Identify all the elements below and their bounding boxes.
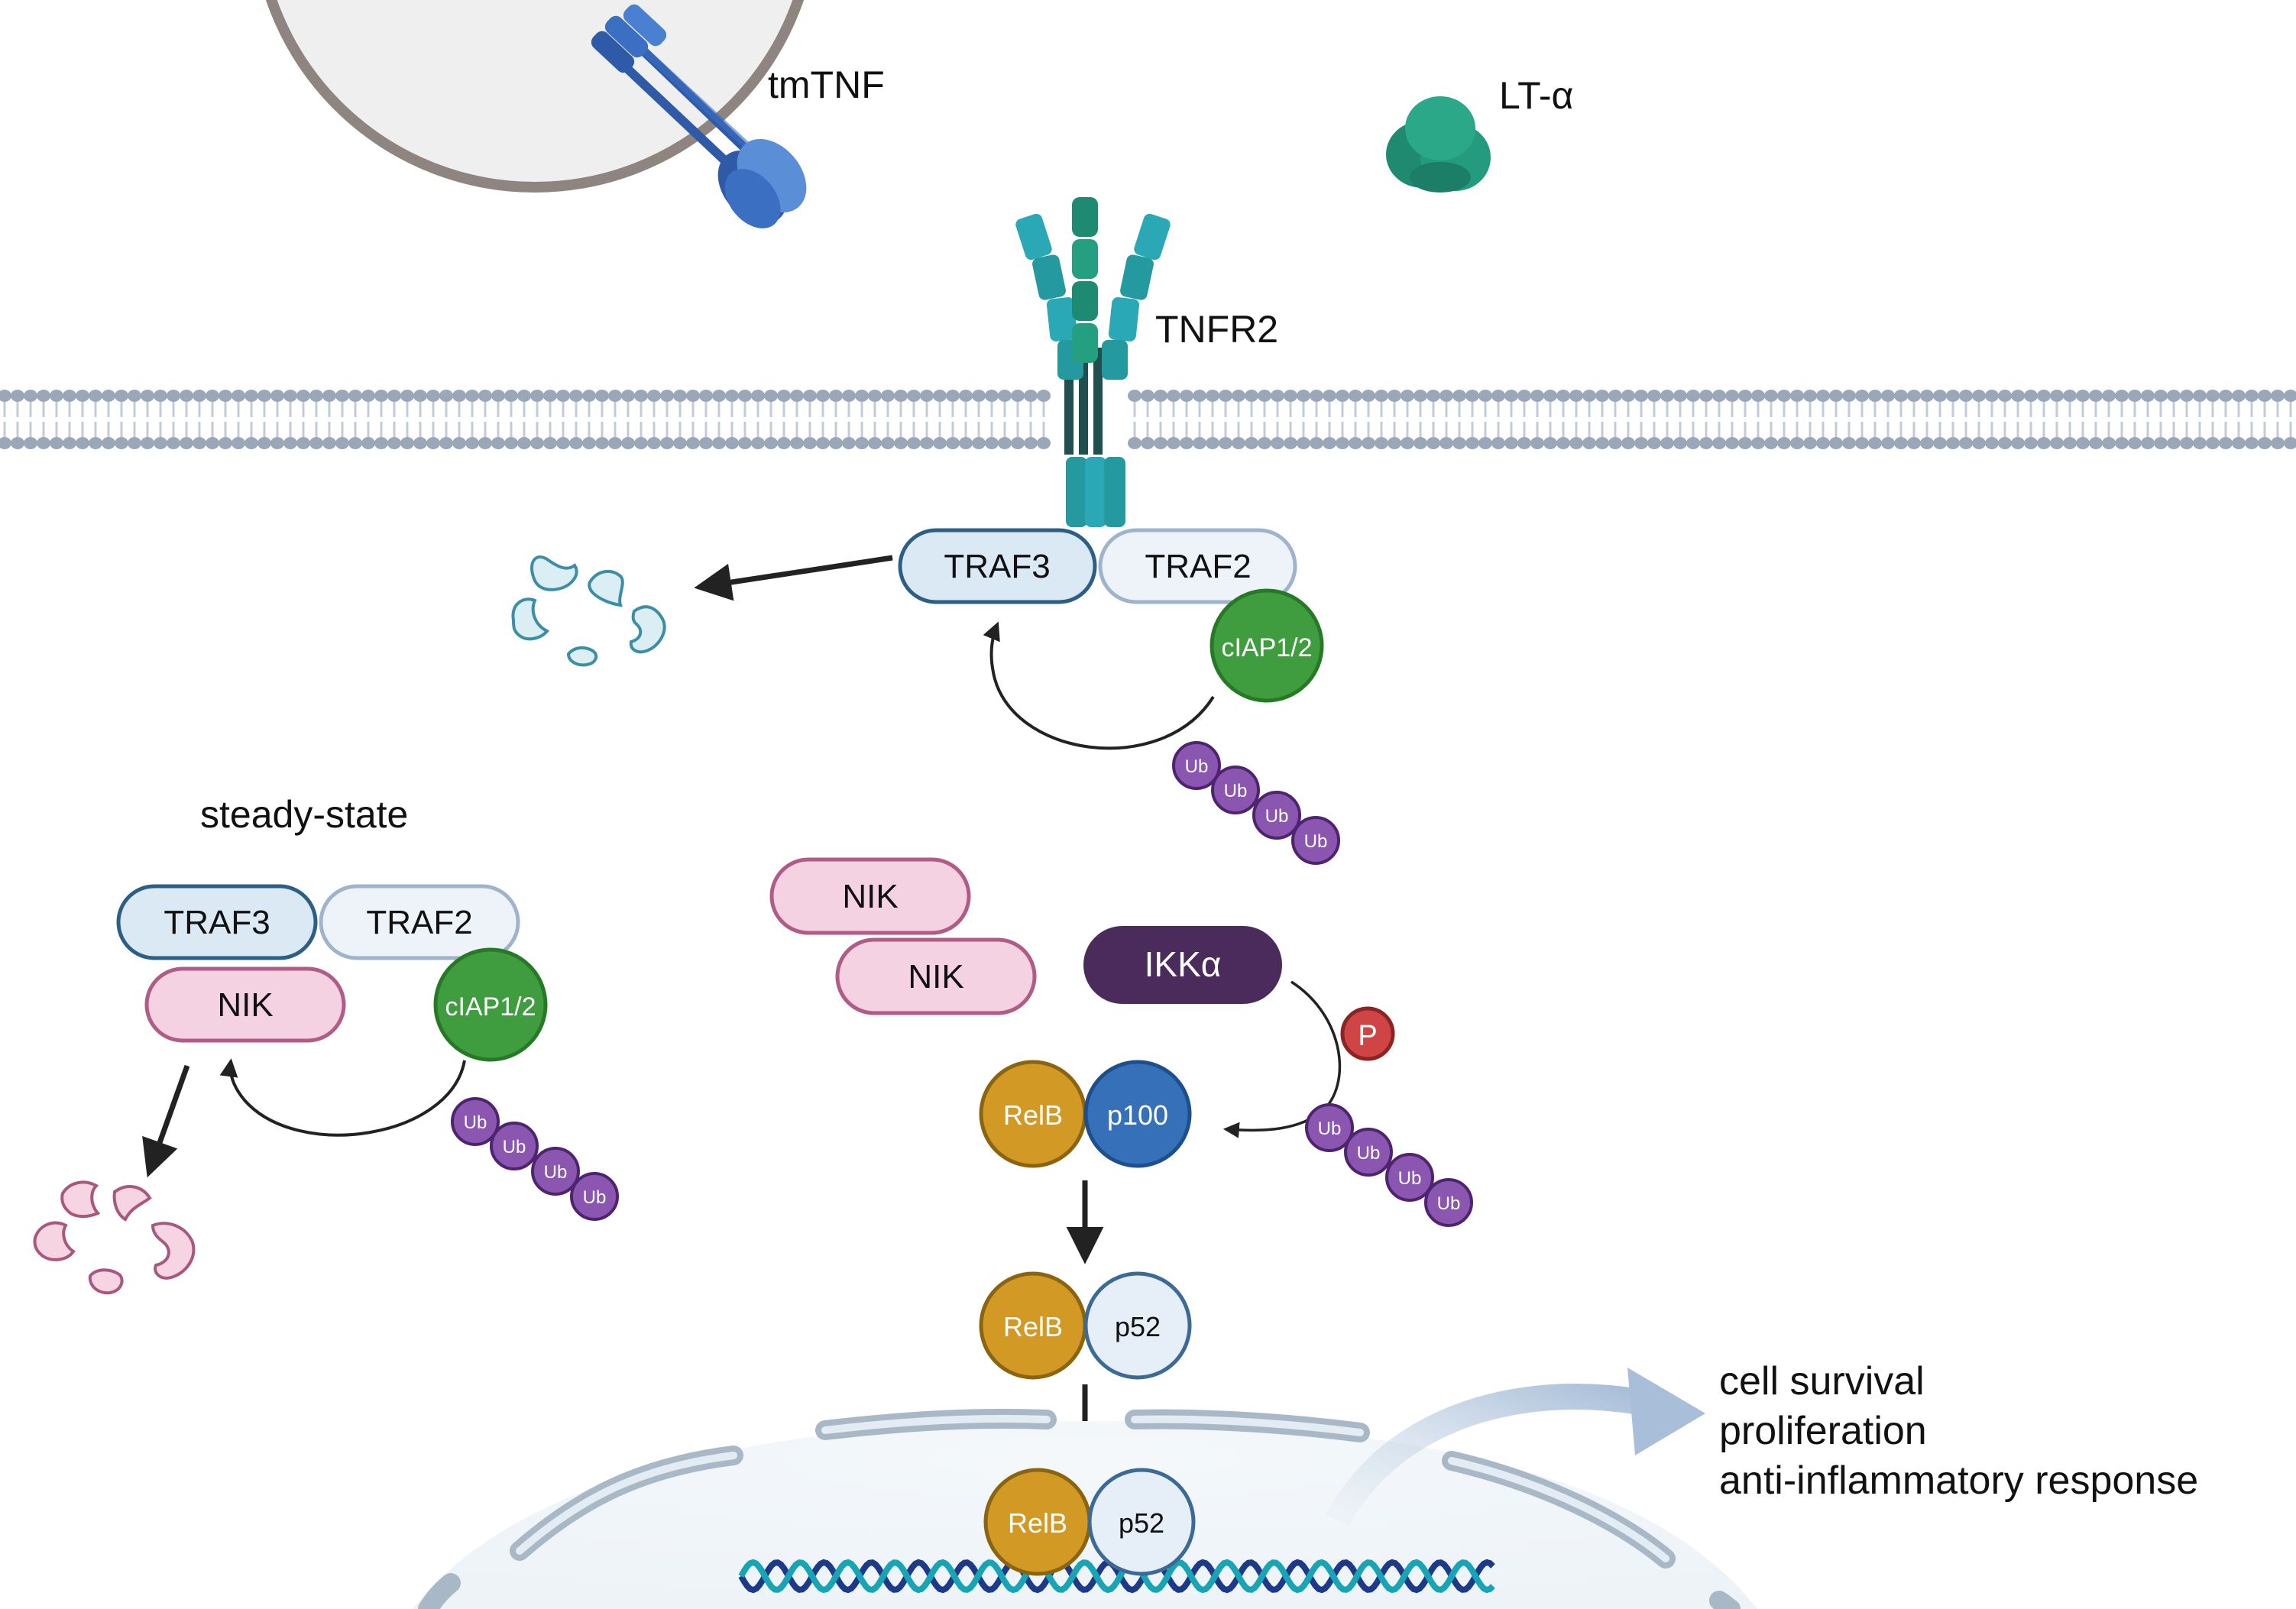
degradation-arrow-traf3 bbox=[694, 555, 893, 601]
ciap-receptor: cIAP1/2 bbox=[1210, 588, 1324, 703]
lt-alpha-label: LT-α bbox=[1499, 74, 1573, 117]
degraded-traf3-fragments bbox=[511, 555, 666, 667]
ubiquitin-icon: Ub bbox=[451, 1097, 500, 1146]
svg-text:TRAF2: TRAF2 bbox=[366, 904, 472, 941]
svg-text:IKKα: IKKα bbox=[1145, 944, 1222, 984]
svg-text:NIK: NIK bbox=[908, 958, 963, 996]
svg-text:RelB: RelB bbox=[1003, 1311, 1063, 1342]
traf3-receptor: TRAF3 bbox=[898, 528, 1097, 604]
ikka: IKKα bbox=[1083, 926, 1282, 1004]
phosphate-badge: P bbox=[1340, 1006, 1395, 1061]
ubiquitin-icon: Ub bbox=[531, 1147, 580, 1196]
svg-text:TRAF3: TRAF3 bbox=[944, 548, 1050, 585]
svg-text:p100: p100 bbox=[1107, 1099, 1168, 1131]
svg-text:P: P bbox=[1358, 1020, 1377, 1052]
tmtnf-icon bbox=[591, 4, 807, 228]
svg-text:TRAF3: TRAF3 bbox=[164, 904, 270, 941]
svg-text:NIK: NIK bbox=[842, 878, 898, 915]
ubiquitin-icon: Ub bbox=[1291, 816, 1340, 865]
svg-text:Ub: Ub bbox=[464, 1112, 487, 1133]
svg-text:cIAP1/2: cIAP1/2 bbox=[445, 992, 536, 1021]
degraded-nik-fragments bbox=[33, 1180, 196, 1295]
outcome-1: cell survival bbox=[1719, 1359, 1925, 1403]
tnfr2-receptor-icon bbox=[1015, 197, 1171, 527]
nik-free-1: NIK bbox=[769, 857, 971, 935]
svg-text:Ub: Ub bbox=[1224, 781, 1248, 801]
ubiquitin-icon: Ub bbox=[570, 1172, 619, 1221]
svg-text:TRAF2: TRAF2 bbox=[1145, 548, 1251, 585]
ubiquitin-icon: Ub bbox=[1211, 766, 1260, 814]
svg-text:Ub: Ub bbox=[1318, 1119, 1342, 1139]
svg-text:Ub: Ub bbox=[583, 1187, 607, 1208]
ubiquitin-icon: Ub bbox=[1344, 1128, 1393, 1177]
nik-steady: NIK bbox=[144, 966, 346, 1043]
ubiquitin-icon: Ub bbox=[1424, 1178, 1473, 1227]
ubiquitin-icon: Ub bbox=[1252, 791, 1301, 840]
svg-text:cIAP1/2: cIAP1/2 bbox=[1221, 633, 1312, 662]
svg-text:Ub: Ub bbox=[1265, 806, 1289, 827]
dna-helix bbox=[738, 1559, 1495, 1594]
ubiquitination-arrow-steady bbox=[219, 1058, 466, 1137]
svg-text:Ub: Ub bbox=[1357, 1143, 1381, 1164]
lt-alpha-icon bbox=[1386, 96, 1491, 193]
tmtnf-label: tmTNF bbox=[768, 63, 885, 106]
nik-free-2: NIK bbox=[835, 937, 1037, 1015]
traf2-receptor: TRAF2 bbox=[1098, 528, 1297, 604]
degradation-arrow-nik bbox=[142, 1064, 190, 1178]
outcome-2: proliferation bbox=[1719, 1409, 1927, 1453]
svg-text:Ub: Ub bbox=[1185, 756, 1209, 777]
ubiquitin-icon: Ub bbox=[1305, 1103, 1354, 1152]
svg-text:Ub: Ub bbox=[1304, 831, 1328, 852]
svg-text:p52: p52 bbox=[1115, 1311, 1161, 1342]
outcome-arrow bbox=[1326, 1368, 1705, 1527]
relb-p100: RelB p100 bbox=[979, 1060, 1192, 1168]
svg-text:Ub: Ub bbox=[544, 1162, 568, 1183]
traf2-steady: TRAF2 bbox=[319, 884, 520, 960]
relb-p52-nucleus: RelB p52 bbox=[983, 1468, 1196, 1576]
presenting-cell bbox=[265, 0, 805, 193]
ubiquitination-arrow-receptor bbox=[983, 621, 1215, 750]
tnfr2-label: TNFR2 bbox=[1155, 308, 1278, 351]
svg-text:Ub: Ub bbox=[1437, 1193, 1461, 1214]
svg-text:RelB: RelB bbox=[1003, 1099, 1063, 1131]
ubiquitin-icon: Ub bbox=[1385, 1153, 1434, 1202]
svg-text:p52: p52 bbox=[1119, 1507, 1164, 1539]
plasma-membrane bbox=[0, 390, 2296, 449]
outcome-3: anti-inflammatory response bbox=[1719, 1458, 2198, 1503]
traf3-steady: TRAF3 bbox=[116, 884, 318, 960]
svg-text:Ub: Ub bbox=[1398, 1168, 1422, 1189]
ubiquitin-icon: Ub bbox=[1172, 741, 1221, 790]
ciap-steady: cIAP1/2 bbox=[433, 947, 548, 1062]
svg-text:RelB: RelB bbox=[1008, 1507, 1067, 1539]
svg-text:NIK: NIK bbox=[217, 986, 273, 1024]
steady-state-label: steady-state bbox=[200, 793, 408, 836]
svg-text:Ub: Ub bbox=[503, 1137, 526, 1157]
ubiquitin-icon: Ub bbox=[490, 1122, 539, 1170]
relb-p52-cytoplasm: RelB p52 bbox=[979, 1271, 1192, 1380]
